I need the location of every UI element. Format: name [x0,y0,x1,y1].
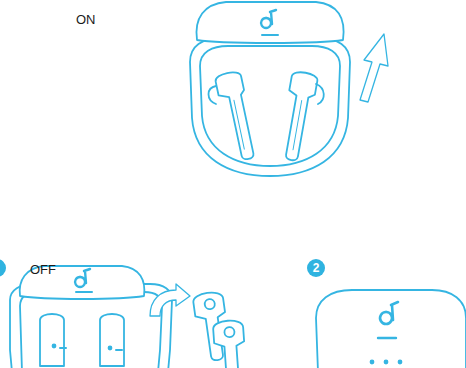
open-case-top [190,2,388,176]
state-label: OFF [30,262,56,277]
callout-number: 2 [307,259,325,277]
closed-case [316,290,466,368]
state-label: ON [76,12,96,27]
open-case-bottom [0,259,246,368]
